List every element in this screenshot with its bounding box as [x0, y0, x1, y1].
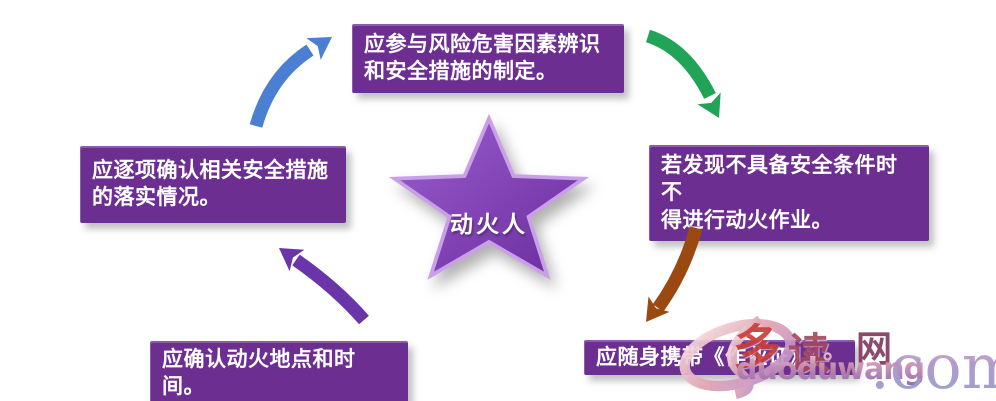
watermark-site-name: duodůwang: [736, 352, 925, 387]
curved-arrow-up-right-icon: [249, 37, 332, 128]
node-box-bottom-left: 应确认动火地点和时间。: [150, 341, 408, 401]
curved-arrow-down-right-icon: [645, 29, 721, 118]
node-box-left: 应逐项确认相关安全措施 的落实情况。: [80, 146, 346, 223]
node-box-top: 应参与风险危害因素辨识 和安全措施的制定。: [352, 24, 624, 93]
center-star: 动火人: [383, 111, 595, 283]
watermark-char-wang: 网: [856, 320, 892, 372]
center-star-label: 动火人: [450, 212, 528, 238]
node-box-right: 若发现不具备安全条件时不 得进行动火作业。: [649, 145, 929, 241]
watermark-char-duo: 多: [733, 320, 782, 376]
curved-arrow-up-left-icon: [279, 248, 369, 325]
watermark-domain-suffix: .com: [870, 330, 996, 401]
star-icon: [388, 113, 590, 280]
swirl-logo-icon: [679, 315, 796, 399]
watermark-char-du: 读: [788, 320, 830, 381]
curved-arrow-down-left-icon: [646, 226, 703, 322]
